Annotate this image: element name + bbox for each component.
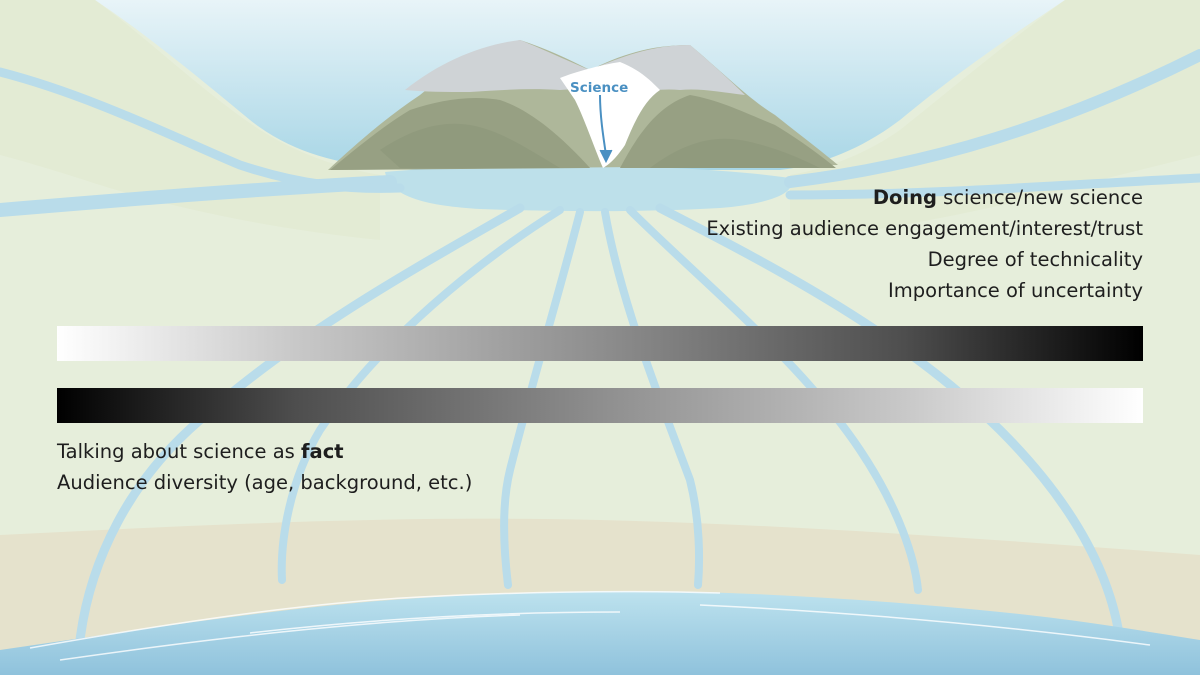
wave-lines [29,590,1151,661]
bottom-label-line: Audience diversity (age, background, etc… [57,471,473,494]
bottom-gradient-labels: Talking about science as fact Audience d… [57,436,472,498]
top-label-line: Doing science/new science [872,186,1143,209]
mountain-lake [385,165,792,212]
gradient-bar-light-to-dark [57,326,1143,361]
gradient-bar-dark-to-light [57,388,1143,423]
bottom-label-line: Talking about science as fact [57,440,344,463]
ocean [0,591,1200,675]
top-label-line: Existing audience engagement/interest/tr… [706,217,1143,240]
top-label-line: Importance of uncertainty [888,279,1143,302]
science-label: Science [570,80,629,96]
top-label-line: Degree of technicality [927,248,1143,271]
mountain [328,40,838,170]
top-gradient-labels: Doing science/new science Existing audie… [706,182,1143,306]
